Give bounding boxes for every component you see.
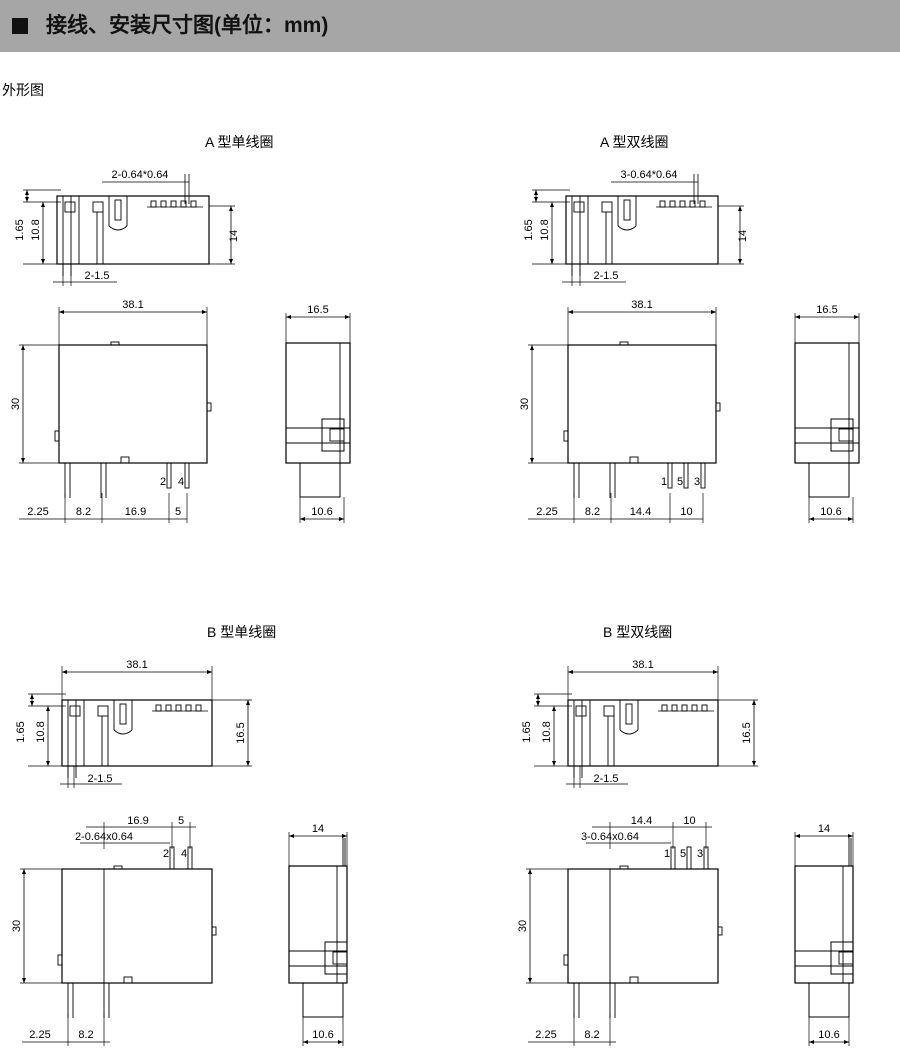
dim-30: 30 [11, 920, 23, 932]
dim-8-2: 8.2 [78, 1029, 93, 1041]
dim-38-1: 38.1 [632, 659, 653, 671]
dim-10-8: 10.8 [541, 721, 553, 742]
dim-1-65: 1.65 [15, 721, 27, 742]
pin-spec-label: 2-0.64*0.64 [112, 169, 169, 181]
dim-pin-spacing: 14.4 [630, 506, 651, 518]
dim-8-2: 8.2 [584, 1029, 599, 1041]
dim-10-8: 10.8 [30, 219, 42, 240]
dim-16-5: 16.5 [741, 722, 753, 743]
dim-2-25: 2.25 [27, 506, 48, 518]
dim-1-65: 1.65 [14, 219, 26, 240]
dim-8-2: 8.2 [585, 506, 600, 518]
dim-pin-offset: 14.4 [631, 815, 652, 827]
dim-38-1: 38.1 [126, 659, 147, 671]
pin-number-label: 3 [694, 476, 700, 488]
panel-title-a-single: A 型单线圈 [205, 134, 274, 150]
dim-10-8: 10.8 [35, 721, 47, 742]
dim-14: 14 [312, 823, 324, 835]
pin-spec-label: 3-0.64x0.64 [581, 831, 639, 843]
dim-2-25: 2.25 [536, 506, 557, 518]
dim-14: 14 [228, 230, 240, 242]
panel-title-b-single: B 型单线圈 [207, 624, 277, 640]
panel-title-b-double: B 型双线圈 [603, 624, 673, 640]
pin-number-label: 5 [677, 476, 683, 488]
dim-2-1-5: 2-1.5 [593, 773, 618, 785]
dim-10-6: 10.6 [311, 506, 332, 518]
dim-2-1-5: 2-1.5 [593, 270, 618, 282]
dim-30: 30 [10, 398, 22, 410]
dim-pin-spacing: 10 [683, 815, 695, 827]
dim-14: 14 [737, 230, 749, 242]
dim-10-8: 10.8 [539, 219, 551, 240]
dim-pin-spacing: 16.9 [125, 506, 146, 518]
section-title: 接线、安装尺寸图(单位：mm) [46, 14, 329, 37]
pin-number-label: 2 [160, 476, 166, 488]
dim-10-6: 10.6 [312, 1029, 333, 1041]
pin-spec-label: 3-0.64*0.64 [621, 169, 678, 181]
dim-1-65: 1.65 [521, 721, 533, 742]
dim-pin-offset: 16.9 [127, 815, 148, 827]
section-header: 接线、安装尺寸图(单位：mm) [0, 0, 900, 52]
pin-number-label: 4 [178, 476, 184, 488]
dim-8-2: 8.2 [76, 506, 91, 518]
pin-number-label: 1 [661, 476, 667, 488]
dim-38-1: 38.1 [631, 299, 652, 311]
square-bullet-icon [12, 18, 28, 34]
pin-number-label: 1 [664, 848, 670, 860]
dim-30: 30 [519, 398, 531, 410]
dim-30: 30 [517, 920, 529, 932]
drawing-subtitle: 外形图 [2, 82, 44, 98]
panel-title-a-double: A 型双线圈 [600, 134, 669, 150]
dim-2-1-5: 2-1.5 [87, 773, 112, 785]
pin-number-label: 4 [181, 848, 187, 860]
dim-16-5: 16.5 [307, 304, 328, 316]
dim-2-1-5: 2-1.5 [84, 270, 109, 282]
dim-2-25: 2.25 [535, 1029, 556, 1041]
dim-38-1: 38.1 [122, 299, 143, 311]
pin-number-label: 3 [697, 848, 703, 860]
dim-16-5: 16.5 [816, 304, 837, 316]
dim-2-25: 2.25 [29, 1029, 50, 1041]
dim-14: 14 [818, 823, 830, 835]
pin-number-label: 2 [163, 848, 169, 860]
dim-pin-spacing: 5 [178, 815, 184, 827]
dim-1-65: 1.65 [523, 219, 535, 240]
dim-16-5: 16.5 [235, 722, 247, 743]
pin-number-label: 5 [680, 848, 686, 860]
dim-pin-spacing-2: 10 [680, 506, 692, 518]
dim-pin-spacing-2: 5 [175, 506, 181, 518]
dim-10-6: 10.6 [820, 506, 841, 518]
pin-spec-label: 2-0.64x0.64 [75, 831, 133, 843]
dim-10-6: 10.6 [818, 1029, 839, 1041]
